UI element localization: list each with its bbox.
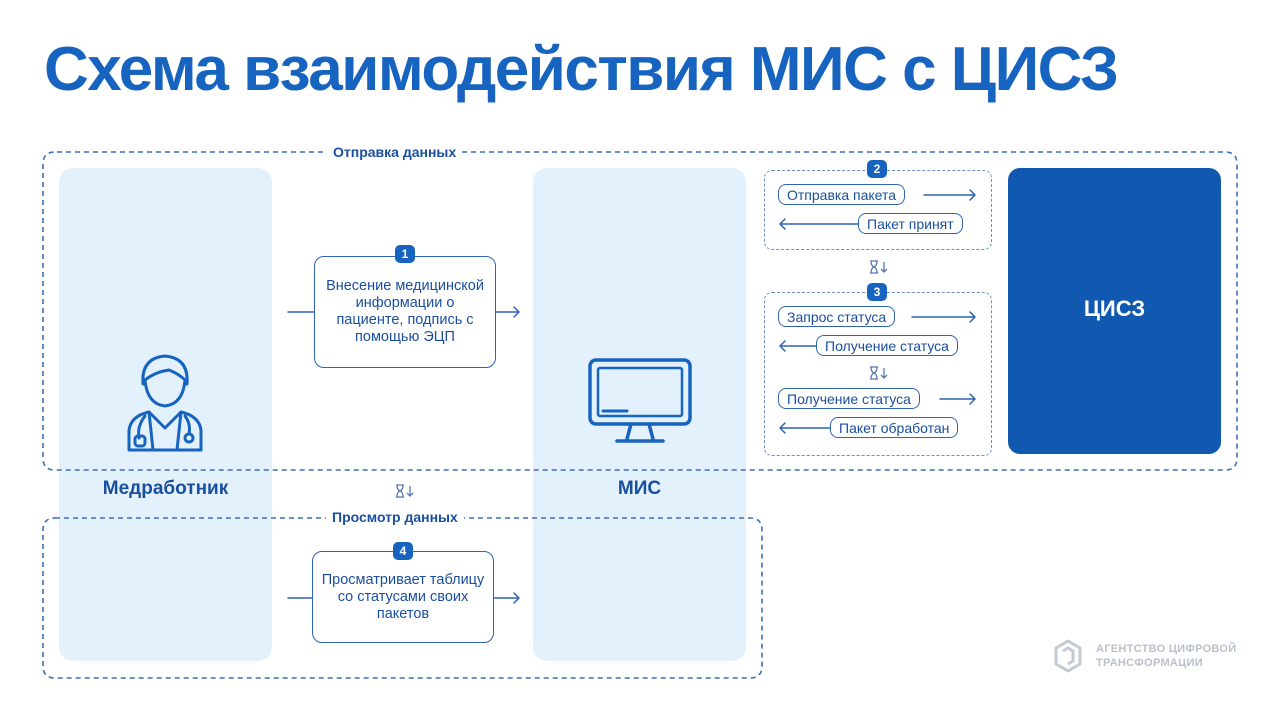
hourglass-icon bbox=[870, 366, 888, 380]
pill-status-receive-2: Получение статуса bbox=[778, 388, 920, 409]
arrow-status-receive-1 bbox=[779, 340, 817, 352]
pill-send-package: Отправка пакета bbox=[778, 184, 906, 205]
page-title: Схема взаимодействия МИС с ЦИСЗ bbox=[44, 35, 1119, 104]
step-1-box: Внесение медицинской информации о пациен… bbox=[314, 256, 496, 368]
mis-panel bbox=[533, 168, 746, 661]
arrow-step1-out bbox=[495, 306, 520, 318]
step-4-badge: 4 bbox=[393, 542, 413, 560]
monitor-icon bbox=[588, 358, 692, 443]
doctor-icon bbox=[127, 354, 203, 452]
cisz-box: ЦИСЗ bbox=[1008, 168, 1221, 454]
step-3-badge: 3 bbox=[867, 283, 887, 301]
section-label-send: Отправка данных bbox=[327, 144, 463, 160]
pill-status-receive-1: Получение статуса bbox=[816, 335, 958, 356]
medic-label: Медработник bbox=[102, 478, 229, 499]
agency-logo-icon bbox=[1054, 639, 1082, 673]
step-1-text: Внесение медицинской информации о пациен… bbox=[326, 278, 484, 345]
section-label-view: Просмотр данных bbox=[326, 509, 464, 525]
arrow-send-package bbox=[923, 189, 976, 201]
step-1-badge: 1 bbox=[395, 245, 415, 263]
send-region-border bbox=[42, 151, 1238, 471]
step-4-text: Просматривает таблицу со статусами своих… bbox=[321, 571, 485, 622]
step-2-badge: 2 bbox=[867, 160, 887, 178]
arrow-status-receive-2 bbox=[939, 393, 976, 405]
pill-package-accepted: Пакет принят bbox=[858, 213, 963, 234]
mis-label: МИС bbox=[617, 478, 662, 499]
arrow-status-request bbox=[911, 311, 976, 323]
logo-text-line2: ТРАНСФОРМАЦИИ bbox=[1096, 657, 1203, 669]
arrow-package-accepted bbox=[779, 218, 859, 230]
hourglass-icon bbox=[870, 260, 888, 274]
hourglass-icon bbox=[396, 484, 414, 498]
logo-text-line1: АГЕНТСТВО ЦИФРОВОЙ bbox=[1096, 643, 1237, 655]
step-4-box: Просматривает таблицу со статусами своих… bbox=[312, 551, 494, 643]
pill-status-request: Запрос статуса bbox=[778, 306, 896, 327]
pill-package-processed: Пакет обработан bbox=[830, 417, 959, 438]
cisz-label: ЦИСЗ bbox=[1083, 296, 1146, 321]
medic-panel bbox=[59, 168, 272, 661]
arrow-step4-out bbox=[493, 592, 520, 604]
arrow-package-processed bbox=[779, 422, 831, 434]
